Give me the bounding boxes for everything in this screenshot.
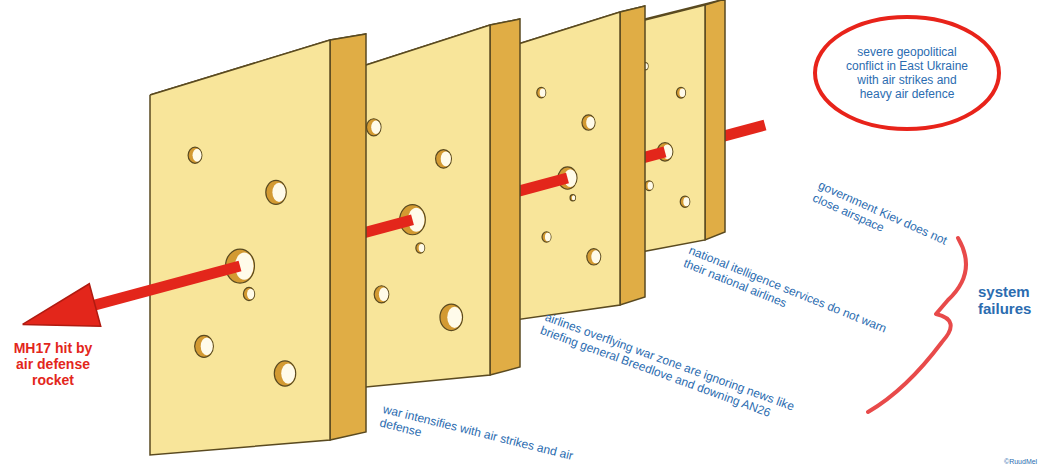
note-text: war intensifies with air strikes and air… [378,402,579,469]
hole-inside [201,338,213,356]
slice-face [150,40,330,455]
note-text: government Kiev does not close airspace [811,178,950,261]
slice-side [490,19,520,375]
group-label: system failures [978,283,1051,317]
cheese-hole [676,87,685,98]
hole-inside [572,195,575,200]
cheese-hole [582,115,595,130]
note-text: national itelligence services do not war… [682,243,901,353]
cheese-hole [440,304,463,331]
cheese-hole [436,150,452,169]
watermark: ©RuudMel [1004,458,1050,466]
cheese-hole [587,249,601,265]
cheese-hole [680,196,690,207]
hole-inside [371,120,380,134]
hole-inside [648,182,653,190]
cheese-hole [416,243,425,253]
hole-inside [545,233,551,241]
cheese-slice [515,6,645,320]
cheese-slice [150,34,366,455]
conflict-ellipse: severe geopolitical conflict in East Ukr… [812,14,1002,132]
cheese-hole [274,361,295,386]
hole-inside [591,250,600,263]
ellipse-outline [815,17,999,129]
hole-inside [272,183,285,202]
cheese-hole [243,287,254,300]
hole-inside [447,307,462,328]
hole-inside [586,116,594,128]
node-text: severe geopolitical conflict in East Ukr… [842,45,972,101]
cheese-hole [266,180,286,204]
hole-inside [247,289,254,300]
node-text-box: severe geopolitical conflict in East Ukr… [812,14,1002,132]
arrow-shaft [95,266,240,305]
cheese-hole [645,181,653,191]
note-text: airlines overflying war zone are ignorin… [538,310,825,437]
hole-inside [193,149,202,162]
arrow-head [23,284,101,326]
slice-side [330,34,366,440]
outcome-label: MH17 hit by air defense rocket [4,340,102,388]
slice-side [705,0,725,240]
cheese-hole [367,119,381,136]
slice-side [620,6,645,305]
cheese-hole [537,87,546,98]
cheese-hole [188,147,202,163]
hole-inside [379,287,388,301]
cheese-hole [195,335,214,357]
slice-face [515,12,620,320]
hole-inside [683,197,689,206]
hole-inside [419,244,425,252]
hole-inside [441,151,451,166]
hole-inside [679,88,685,97]
hole-inside [540,88,546,96]
cheese-hole [374,286,389,303]
hole-inside [281,363,295,383]
cheese-hole [570,195,575,201]
cheese-hole [542,232,551,243]
